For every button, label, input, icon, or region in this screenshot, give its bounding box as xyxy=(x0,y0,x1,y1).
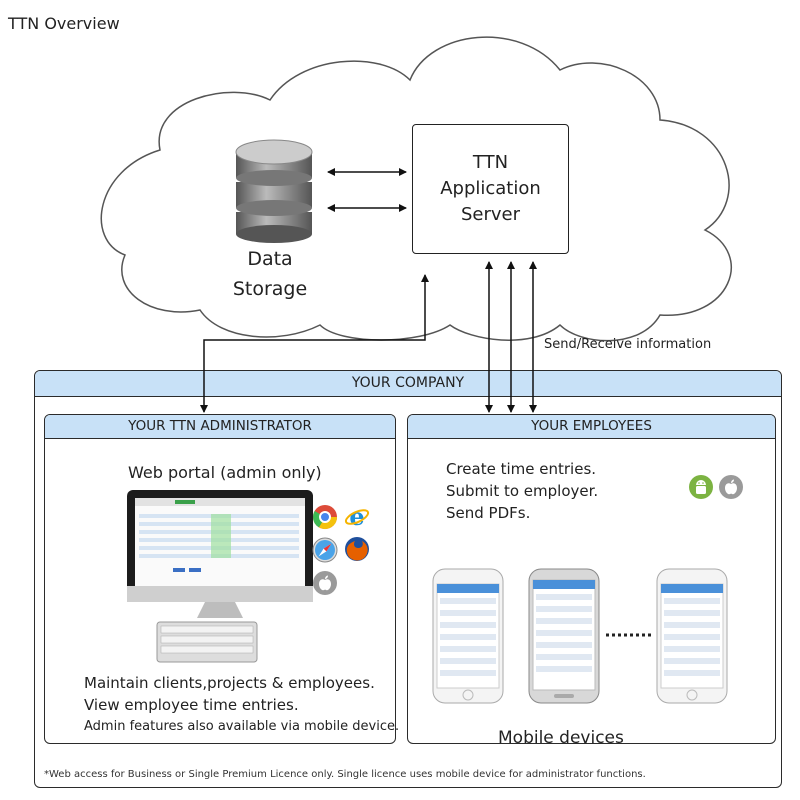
company-header: YOUR COMPANY xyxy=(35,371,781,397)
admin-description: Maintain clients,projects & employees. V… xyxy=(84,672,399,738)
mobile-devices-label: Mobile devices xyxy=(498,728,624,748)
web-portal-label: Web portal (admin only) xyxy=(128,463,322,482)
data-storage-label: Data Storage xyxy=(220,244,320,304)
ellipsis-dots xyxy=(606,633,654,637)
internet-explorer-icon: e xyxy=(344,503,370,529)
iphone-device-right xyxy=(656,568,728,704)
application-server-box: TTN Application Server xyxy=(412,124,569,254)
server-label-line1: TTN xyxy=(472,152,509,173)
diagram-title: TTN Overview xyxy=(8,14,120,33)
task-line1: Create time entries. xyxy=(446,460,597,478)
apple-icon xyxy=(719,475,743,499)
licence-footnote: *Web access for Business or Single Premi… xyxy=(44,769,646,780)
apple-icon xyxy=(313,571,337,595)
send-receive-label: Send/Receive information xyxy=(544,337,712,352)
task-line3: Send PDFs. xyxy=(446,504,531,522)
firefox-icon xyxy=(345,537,369,561)
storage-label-line1: Data xyxy=(247,248,293,270)
server-label-line2: Application xyxy=(440,178,541,199)
admin-header: YOUR TTN ADMINISTRATOR xyxy=(45,415,395,439)
chrome-icon xyxy=(313,505,337,530)
iphone-device-left xyxy=(432,568,504,704)
employees-header: YOUR EMPLOYEES xyxy=(408,415,775,439)
server-label-line3: Server xyxy=(460,204,521,225)
svg-text:e: e xyxy=(349,503,364,529)
admin-desc-line1: Maintain clients,projects & employees. xyxy=(84,674,375,692)
android-device-middle xyxy=(528,568,600,704)
admin-desc-line3: Admin features also available via mobile… xyxy=(84,719,400,734)
desktop-monitor-icon xyxy=(127,490,313,663)
storage-label-line2: Storage xyxy=(232,278,308,300)
admin-desc-line2: View employee time entries. xyxy=(84,696,299,714)
android-icon xyxy=(689,475,713,499)
database-icon xyxy=(235,139,313,243)
task-line2: Submit to employer. xyxy=(446,482,599,500)
safari-icon xyxy=(312,537,338,563)
employee-tasks: Create time entries. Submit to employer.… xyxy=(446,458,598,524)
